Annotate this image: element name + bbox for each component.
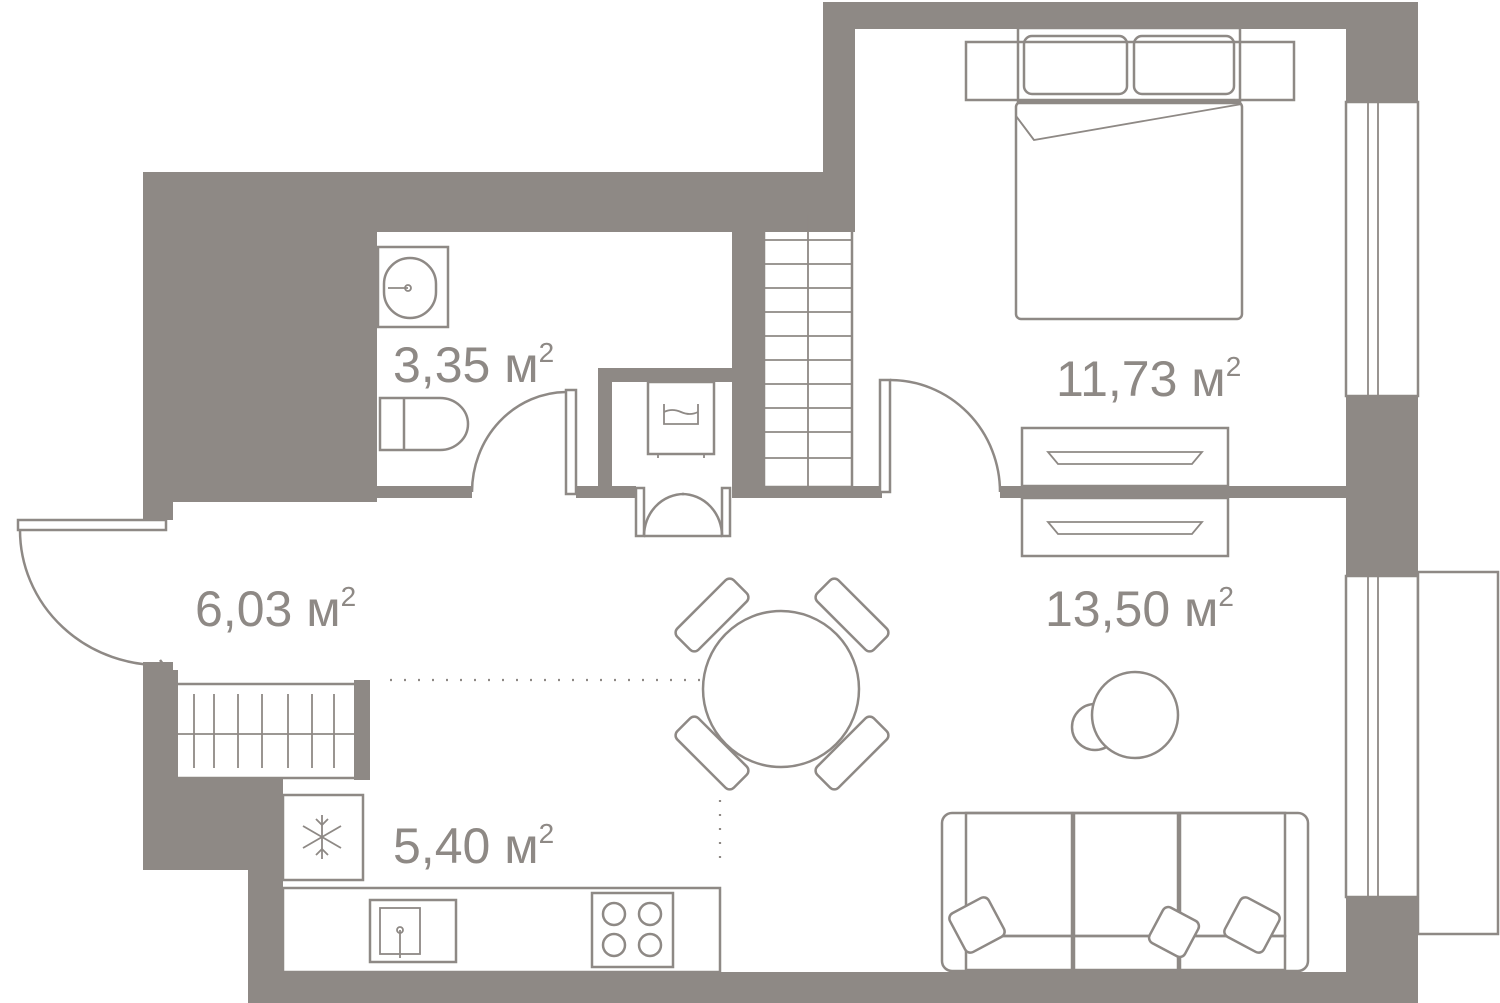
wardrobe-icon bbox=[762, 213, 854, 489]
kitchen-counter bbox=[281, 886, 722, 974]
fridge-icon bbox=[281, 793, 365, 882]
kitchen-sink-icon bbox=[368, 898, 458, 964]
dining-table-icon bbox=[674, 577, 890, 791]
cooktop-icon bbox=[590, 891, 675, 969]
cushion-icon bbox=[948, 896, 1281, 959]
armchair-icon bbox=[1070, 670, 1180, 760]
wardrobe-icon bbox=[174, 682, 358, 780]
toilet-icon bbox=[378, 396, 470, 452]
dresser-icon bbox=[1020, 426, 1230, 558]
bedroom-area-label: 11,73 м2 bbox=[1056, 351, 1241, 407]
washbasin-icon bbox=[376, 245, 450, 329]
door-icon bbox=[16, 378, 1002, 669]
window-icon bbox=[1344, 100, 1500, 936]
walls bbox=[143, 2, 1418, 1003]
washing-machine-icon bbox=[646, 380, 716, 458]
living-area-label: 13,50 м2 bbox=[1045, 581, 1234, 637]
kitchen-area-label: 5,40 м2 bbox=[393, 818, 554, 874]
bed-icon bbox=[964, 26, 1296, 321]
hallway-area-label: 6,03 м2 bbox=[195, 581, 356, 637]
bathroom-area-label: 3,35 м2 bbox=[393, 337, 554, 393]
